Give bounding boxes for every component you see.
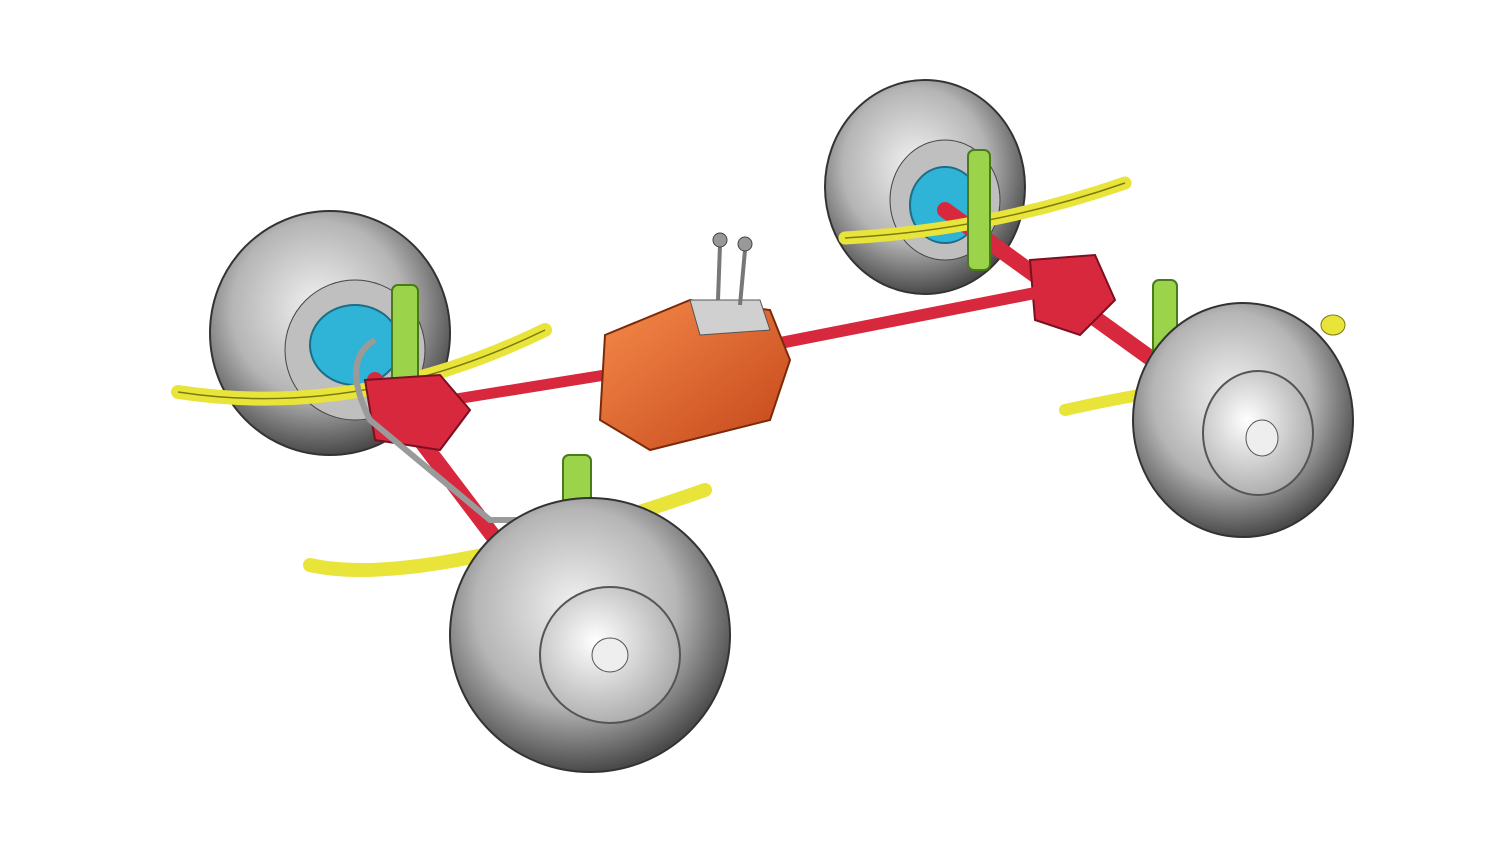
spring-shackle [1320,314,1346,336]
shift-knob [712,232,728,248]
front-axle [171,284,712,577]
front-driveshaft [444,369,611,406]
front-right-wheel [449,497,731,773]
rear-left-wheel [824,79,1026,295]
transfer-knob [737,236,753,252]
transfer-lever [738,249,747,306]
rear-driveshaft [764,286,1046,351]
shifter-boot [689,299,771,336]
hub-cap [1245,419,1279,457]
rear-right-wheel [1132,302,1354,538]
rear-right-leaf-spring [1059,389,1146,416]
rear-left-shock [967,149,991,271]
transfer-case [598,232,792,452]
steering-tie-rod [353,337,540,523]
rear-axle [838,149,1346,416]
hub-cap [591,637,629,673]
rear-differential [1028,253,1117,337]
front-differential [363,373,472,452]
shift-lever [716,244,722,301]
